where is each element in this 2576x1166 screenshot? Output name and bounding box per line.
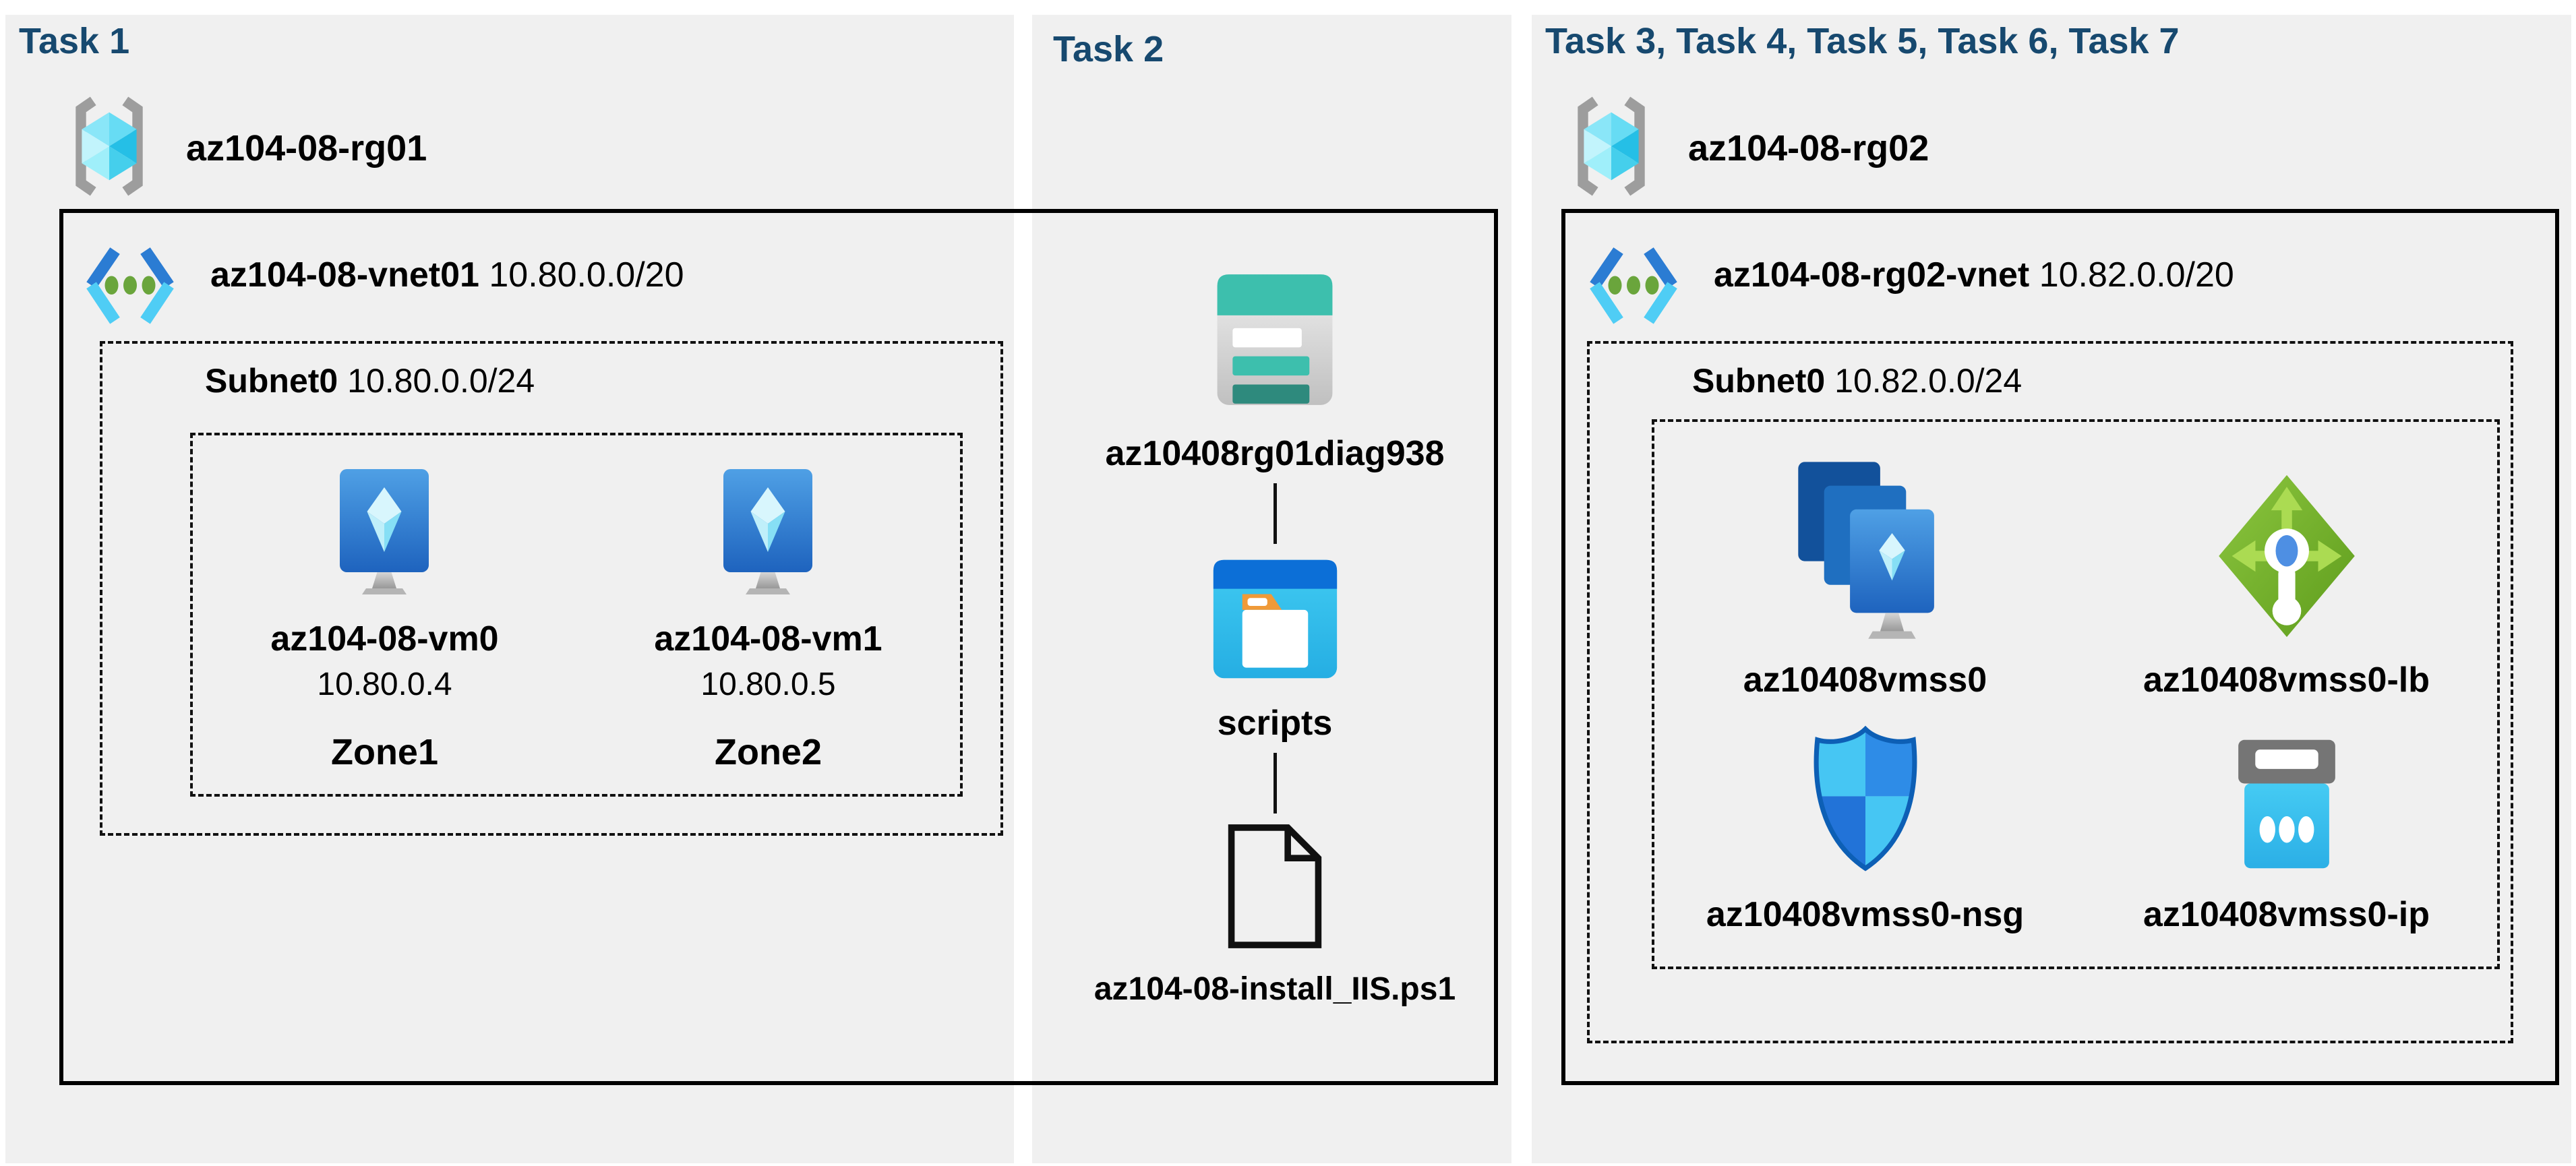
vmss-icon xyxy=(1786,454,1944,641)
vm0-zone: Zone1 xyxy=(330,732,438,772)
load-balancer-icon xyxy=(2212,454,2362,641)
task3-panel xyxy=(1532,15,2571,1163)
task3-boundary-box xyxy=(1561,209,2559,1085)
load-balancer-name: az10408vmss0-lb xyxy=(2143,661,2430,700)
resource-group-icon xyxy=(62,94,156,202)
virtual-network-icon xyxy=(80,244,181,332)
vmss-name: az10408vmss0 xyxy=(1743,661,1987,700)
nsg-figure: az10408vmss0-nsg xyxy=(1654,716,2076,935)
vm1-figure: az104-08-vm1 10.80.0.5 Zone2 xyxy=(654,465,882,773)
connector-line xyxy=(1273,753,1277,814)
subnet0-name: Subnet0 xyxy=(205,362,348,400)
nsg-icon xyxy=(1805,716,1925,876)
storage-account-icon xyxy=(1211,264,1339,419)
rg02-vnet-cidr: 10.82.0.0/20 xyxy=(2039,255,2234,295)
resources-row-1: az10408vmss0 az10408vmss0-lb xyxy=(1654,454,2497,700)
vmss-resources-box: az10408vmss0 az10408vmss0-lb xyxy=(1652,419,2500,969)
virtual-machine-icon xyxy=(717,465,818,600)
rg02-name: az104-08-rg02 xyxy=(1688,127,1929,168)
nsg-name: az10408vmss0-nsg xyxy=(1706,894,2025,934)
storage-account-name: az10408rg01diag938 xyxy=(1105,434,1445,473)
subnet0-label-task3: Subnet0 10.82.0.0/24 xyxy=(1692,361,2022,400)
subnet0-label-task1: Subnet0 10.80.0.0/24 xyxy=(205,361,535,400)
script-file-name: az104-08-install_IIS.ps1 xyxy=(1094,971,1456,1007)
vnet01-label: az104-08-vnet01 10.80.0.0/20 xyxy=(210,255,684,332)
task3-header: Task 3, Task 4, Task 5, Task 6, Task 7 xyxy=(1545,21,2180,61)
vm1-ip: 10.80.0.5 xyxy=(700,667,836,702)
rg02-vnet-label: az104-08-rg02-vnet 10.82.0.0/20 xyxy=(1714,255,2234,332)
vm0-name: az104-08-vm0 xyxy=(270,619,499,658)
public-ip-icon xyxy=(2226,716,2347,876)
vnet01-name: az104-08-vnet01 xyxy=(210,255,489,295)
rg01-name: az104-08-rg01 xyxy=(186,127,427,168)
resource-group-rg01: az104-08-rg01 xyxy=(62,94,427,202)
subnet0-cidr: 10.80.0.0/24 xyxy=(347,362,535,400)
vm0-figure: az104-08-vm0 10.80.0.4 Zone1 xyxy=(270,465,499,773)
rg02-vnet-row: az104-08-rg02-vnet 10.82.0.0/20 xyxy=(1583,244,2234,332)
vm0-ip: 10.80.0.4 xyxy=(317,667,452,702)
subnet0-box-task1: Subnet0 10.80.0.0/24 xyxy=(100,341,1003,836)
rg02-vnet-name: az104-08-rg02-vnet xyxy=(1714,255,2039,295)
public-ip-name: az10408vmss0-ip xyxy=(2143,894,2430,934)
folder-icon xyxy=(1209,553,1341,688)
vnet01-cidr: 10.80.0.0/20 xyxy=(489,255,684,295)
folder-name: scripts xyxy=(1217,704,1333,743)
task2-header: Task 2 xyxy=(1053,29,1164,69)
task1-header: Task 1 xyxy=(19,21,130,61)
file-icon xyxy=(1224,823,1325,953)
virtual-machine-icon xyxy=(334,465,435,600)
vm-zone-box: az104-08-vm0 10.80.0.4 Zone1 az104-08-vm… xyxy=(190,433,963,797)
load-balancer-figure: az10408vmss0-lb xyxy=(2076,454,2497,700)
vnet01-row: az104-08-vnet01 10.80.0.0/20 xyxy=(80,244,684,332)
task1-panel xyxy=(5,15,1014,1163)
task1-task2-boundary-box xyxy=(59,209,1498,1085)
subnet0-cidr: 10.82.0.0/24 xyxy=(1834,362,2023,400)
task2-stack: az10408rg01diag938 scripts az104-08-inst… xyxy=(1038,264,1511,1008)
vm1-zone: Zone2 xyxy=(714,732,822,772)
vm1-name: az104-08-vm1 xyxy=(654,619,882,658)
public-ip-figure: az10408vmss0-ip xyxy=(2076,716,2497,935)
subnet0-box-task3: Subnet0 10.82.0.0/24 xyxy=(1587,341,2513,1043)
resources-row-2: az10408vmss0-nsg az10408vmss0-ip xyxy=(1654,716,2497,935)
vmss-figure: az10408vmss0 xyxy=(1654,454,2076,700)
subnet0-name: Subnet0 xyxy=(1692,362,1835,400)
resource-group-rg02: az104-08-rg02 xyxy=(1564,94,1929,202)
connector-line xyxy=(1273,483,1277,544)
resource-group-icon xyxy=(1564,94,1658,202)
virtual-network-icon xyxy=(1583,244,1684,332)
